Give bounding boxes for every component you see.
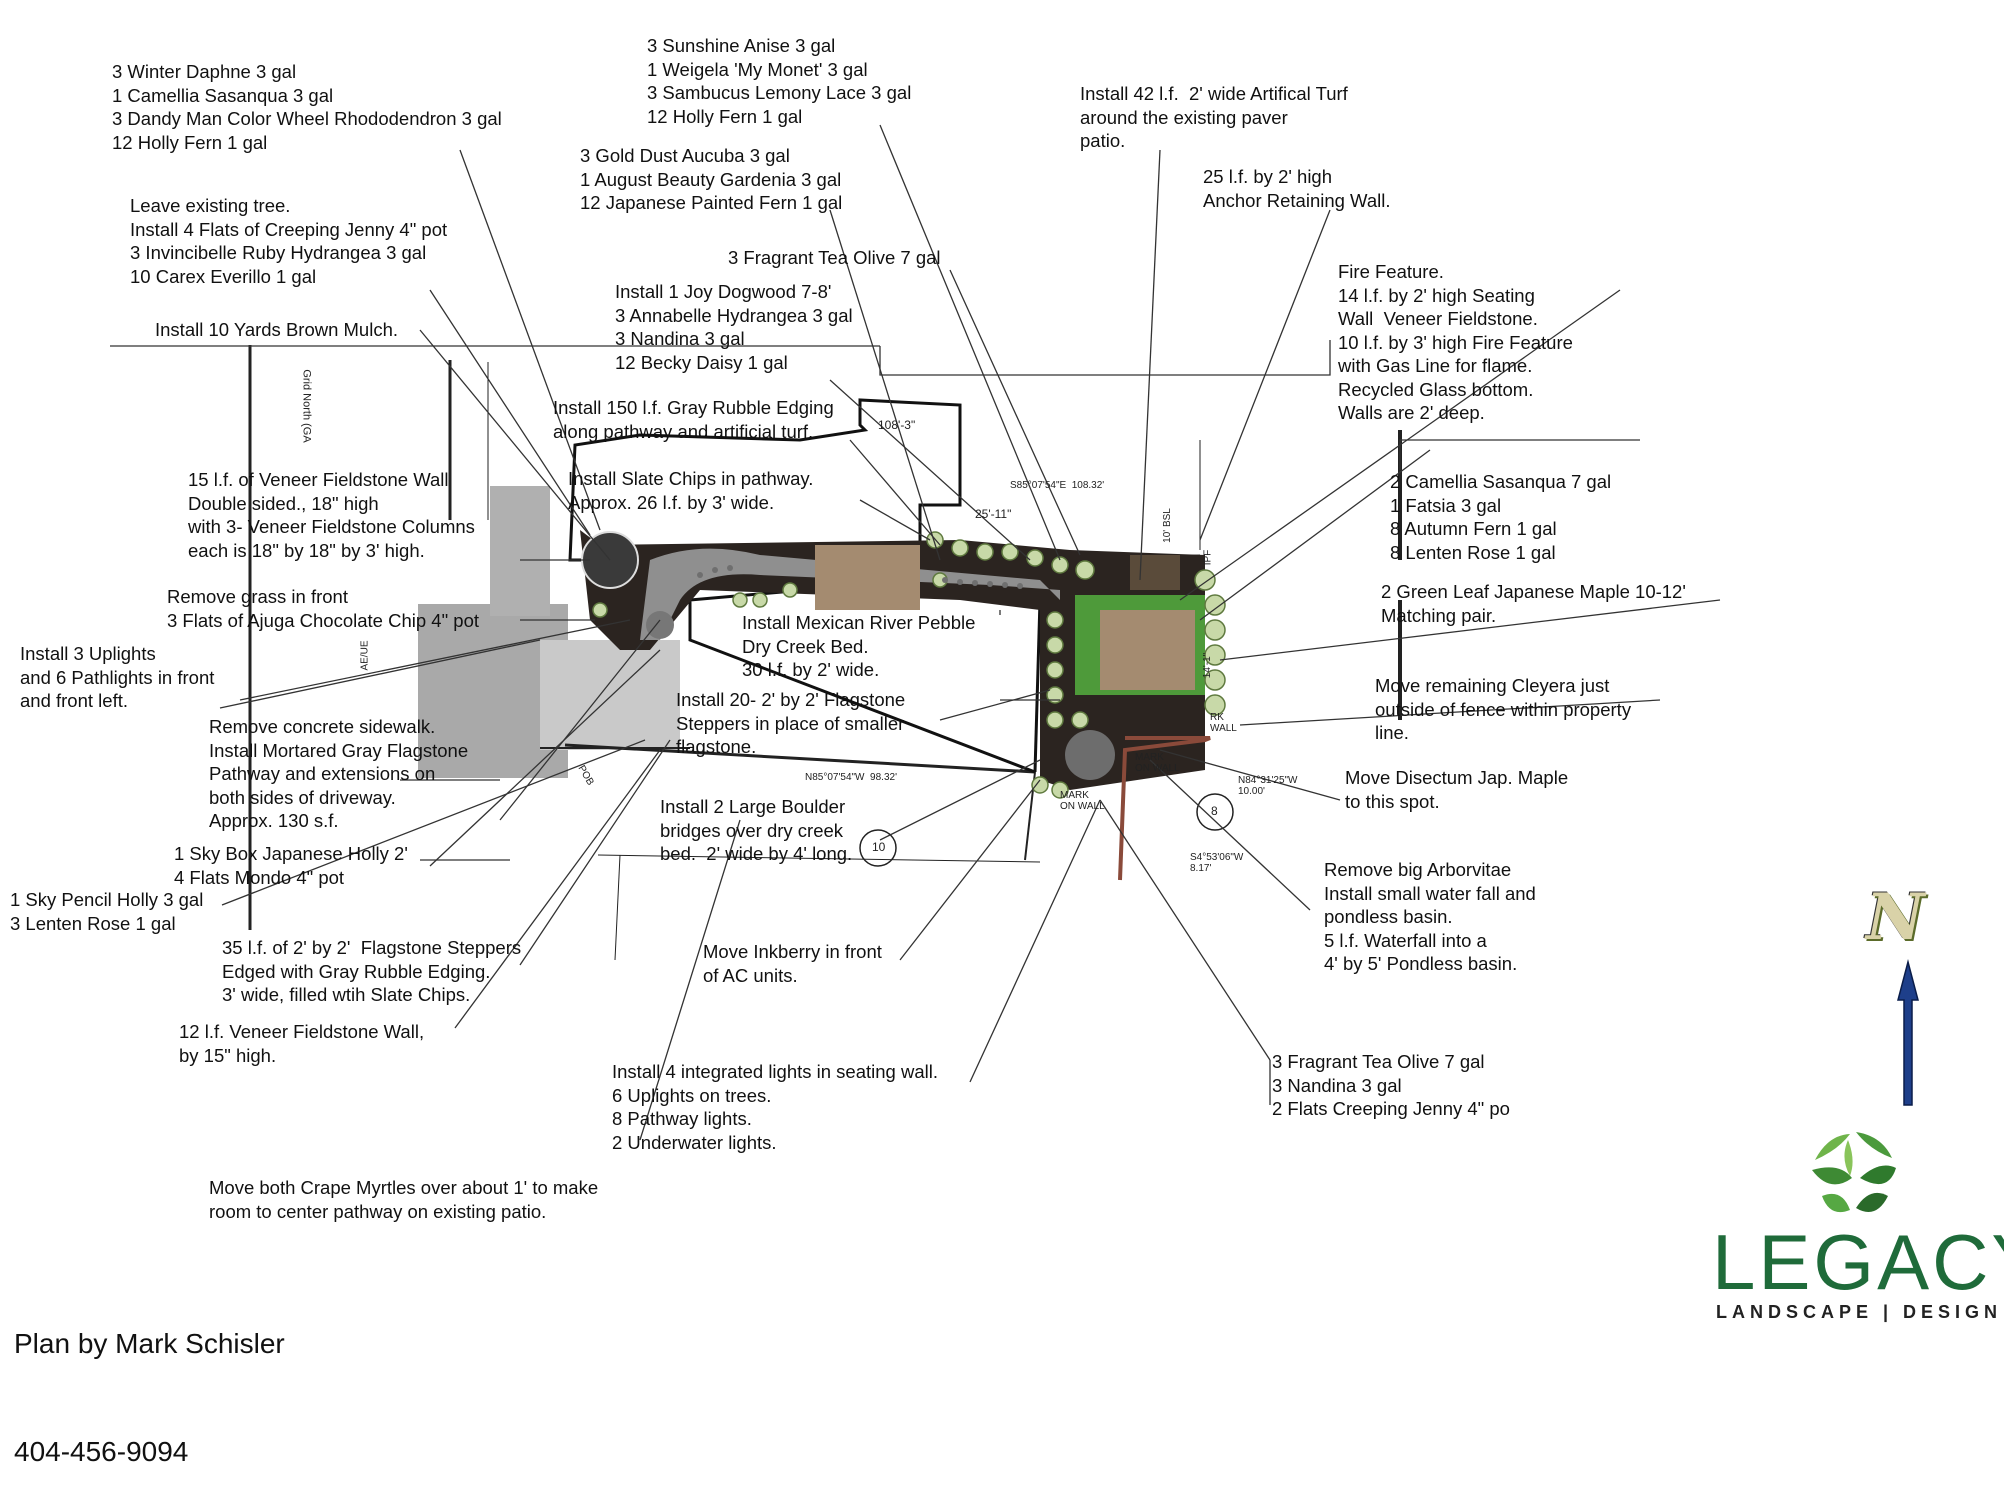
callout-leaders	[110, 124, 1721, 1141]
survey-lines	[248, 345, 1402, 961]
symbol-circle-10	[859, 829, 897, 867]
ipf-label: IPF	[1202, 549, 1214, 566]
note-disectum-maple: Move Disectum Jap. Maple to this spot.	[1345, 767, 1569, 812]
note-boulder-bridges: Install 2 Large Boulder bridges over dry…	[660, 796, 853, 864]
mark-on-wall-2: MARK ON WALL	[1060, 790, 1105, 812]
designer-phone: 404-456-9094	[14, 1436, 189, 1467]
legacy-leaf-logo-icon	[1802, 1130, 1898, 1226]
note-veneer-wall-12lf: 12 l.f. Veneer Fieldstone Wall, by 15" h…	[179, 1021, 425, 1066]
mark-on-wall-1: MARK ON WALL	[1135, 752, 1180, 774]
dim-108-3: 108'-3"	[878, 418, 916, 432]
site-plan-drawing	[110, 124, 1919, 1226]
note-crape-myrtles: Move both Crape Myrtles over about 1' to…	[209, 1177, 599, 1222]
note-brown-mulch: Install 10 Yards Brown Mulch.	[155, 319, 399, 340]
front-lawn-dark	[490, 486, 550, 616]
note-concrete-sidewalk: Remove concrete sidewalk. Install Mortar…	[209, 716, 469, 831]
designer-name: Plan by Mark Schisler	[14, 1328, 285, 1359]
paver-patio-right	[1100, 610, 1195, 690]
stepping-stones	[697, 565, 1023, 589]
dim-bearing-top: S85°07'54"E 108.32'	[1010, 480, 1105, 491]
note-sky-box-holly: 1 Sky Box Japanese Holly 2' 4 Flats Mond…	[174, 843, 408, 888]
logo-wordmark: LEGACY	[1712, 1218, 2004, 1306]
note-fieldstone-wall: 15 l.f. of Veneer Fieldstone Wall Double…	[188, 469, 475, 561]
note-sky-pencil-holly: 1 Sky Pencil Holly 3 gal 3 Lenten Rose 1…	[10, 889, 204, 934]
note-remove-grass: Remove grass in front 3 Flats of Ajuga C…	[167, 586, 480, 631]
note-existing-tree: Leave existing tree. Install 4 Flats of …	[130, 195, 448, 287]
boulder-circle	[646, 611, 674, 639]
note-flagstone-35lf: 35 l.f. of 2' by 2' Flagstone Steppers E…	[222, 937, 522, 1005]
note-fire-feature: Fire Feature. 14 l.f. by 2' high Seating…	[1338, 261, 1573, 423]
note-artificial-turf: Install 42 l.f. 2' wide Artifical Turf a…	[1080, 83, 1348, 151]
note-flagstone-steppers: Install 20- 2' by 2' Flagstone Steppers …	[676, 689, 906, 757]
fence-line	[1118, 736, 1211, 881]
note-gold-dust-aucuba: 3 Gold Dust Aucuba 3 gal 1 August Beauty…	[580, 145, 843, 213]
note-tea-olive-top: 3 Fragrant Tea Olive 7 gal	[728, 247, 941, 268]
note-japanese-maple: 2 Green Leaf Japanese Maple 10-12' Match…	[1381, 581, 1686, 626]
paver-patio-left	[815, 545, 920, 610]
note-retaining-wall: 25 l.f. by 2' high Anchor Retaining Wall…	[1203, 166, 1391, 211]
symbol-10-label: 10	[872, 840, 886, 854]
note-winter-daphne: 3 Winter Daphne 3 gal 1 Camellia Sasanqu…	[112, 61, 502, 153]
dim-14-1: 14'-1"	[1202, 652, 1214, 679]
dim-bsl: 10' BSL	[1161, 508, 1173, 543]
plan-credit: Plan by Mark Schisler 404-456-9094	[14, 1254, 285, 1506]
dim-bearing-south: S4°53'06"W 8.17'	[1190, 852, 1244, 874]
fire-feature	[1130, 555, 1180, 590]
ae-ue-label: AE/UE	[359, 640, 371, 671]
dim-bearing-right: N84°31'25"W 10.00'	[1238, 775, 1298, 797]
driveway-light-area	[540, 640, 680, 750]
note-dry-creek: Install Mexican River Pebble Dry Creek B…	[742, 612, 976, 680]
mark-wall-3: RK WALL	[1210, 712, 1237, 734]
dim-bearing-bottom: N85°07'54"W 98.32'	[805, 772, 897, 783]
note-cleyera: Move remaining Cleyera just outside of f…	[1375, 675, 1632, 743]
pathway-slate	[640, 548, 1060, 640]
note-camellia-sasanqua: 2 Camellia Sasanqua 7 gal 1 Fatsia 3 gal…	[1390, 471, 1612, 563]
note-rubble-edging: Install 150 l.f. Gray Rubble Edging alon…	[553, 397, 834, 442]
note-tea-olive-bottom: 3 Fragrant Tea Olive 7 gal 3 Nandina 3 g…	[1272, 1051, 1510, 1119]
dim-25-11: 25'-11"	[975, 507, 1012, 521]
note-joy-dogwood: Install 1 Joy Dogwood 7-8' 3 Annabelle H…	[615, 281, 853, 373]
note-sunshine-anise: 3 Sunshine Anise 3 gal 1 Weigela 'My Mon…	[647, 35, 912, 127]
note-slate-chips: Install Slate Chips in pathway. Approx. …	[568, 468, 814, 513]
note-lights: Install 4 integrated lights in seating w…	[612, 1061, 938, 1153]
note-uplights: Install 3 Uplights and 6 Pathlights in f…	[20, 643, 215, 711]
north-letter: N	[1866, 880, 1925, 955]
north-arrow-icon	[1897, 959, 1919, 1106]
note-arborvitae: Remove big Arborvitae Install small wate…	[1324, 859, 1536, 974]
grid-north-label: Grid North (GA	[300, 369, 313, 443]
logo-tagline: LANDSCAPE | DESIGN	[1716, 1302, 2003, 1322]
house-outline-right	[1033, 599, 1042, 773]
pond-circle	[1065, 730, 1115, 780]
symbol-circle-8	[1196, 793, 1234, 831]
symbol-8-label: 8	[1211, 804, 1218, 818]
note-inkberry: Move Inkberry in front of AC units.	[703, 941, 882, 986]
